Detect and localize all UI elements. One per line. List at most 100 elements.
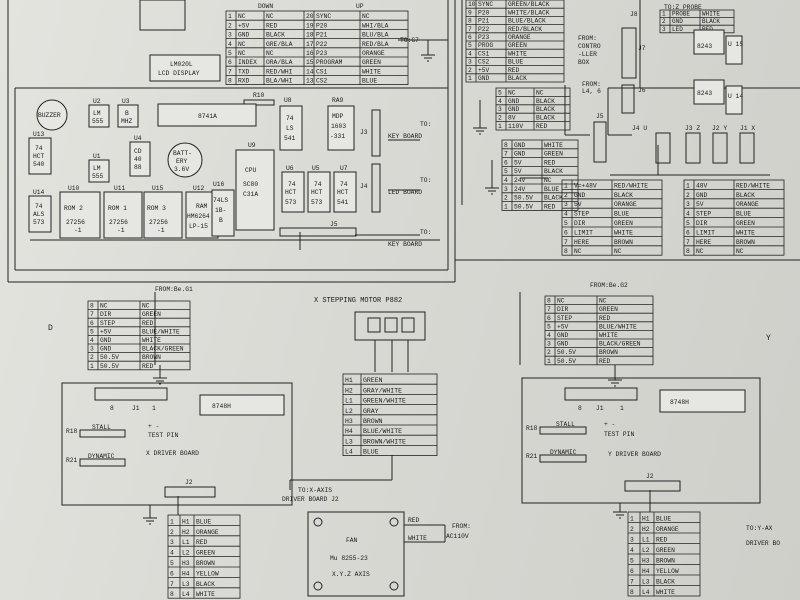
- ram-l3: LP-15: [189, 223, 208, 230]
- zprobe-cell: WHITE: [702, 11, 720, 18]
- controller-box-label: FROM: CONTRO -LLER BOX: [578, 35, 601, 66]
- motor-cell: 8: [564, 248, 568, 255]
- stepper-cell: L3: [345, 438, 353, 445]
- xdrv-cell: RED: [142, 363, 154, 370]
- xdrv-cell: +5V: [100, 328, 112, 335]
- contro-label-1: CONTRO: [578, 43, 601, 50]
- xout-cell: L1: [182, 539, 190, 546]
- yout-cell: H4: [642, 568, 650, 575]
- chip-u14: [725, 85, 743, 115]
- buzzer-label: BUZZER: [38, 112, 61, 119]
- xout-cell: 8: [170, 591, 174, 598]
- x-driver-chip: [199, 394, 285, 416]
- xdrv-cell: WHITE: [142, 337, 161, 344]
- ydrv-cell: RED: [599, 315, 611, 322]
- j2-connector-box: [712, 132, 728, 164]
- y-driver-j1: [564, 387, 638, 401]
- to-ledboard-1: LED BOARD: [388, 189, 422, 196]
- xout-cell: 4: [170, 550, 174, 557]
- ram-l2: HM6264: [187, 213, 210, 220]
- ydrv-cell: 3: [547, 341, 551, 348]
- contro-label-0: FROM:: [578, 35, 597, 42]
- u1-label: U1: [93, 153, 101, 160]
- contro-cell: 3: [468, 59, 472, 66]
- power8-cell: 1: [504, 203, 508, 210]
- motor2-cell: BROWN: [736, 239, 755, 246]
- y-board-name: Y DRIVER BOARD: [608, 451, 661, 458]
- downup-cell: ORA/BLA: [266, 59, 293, 66]
- chip-u4: [129, 141, 151, 177]
- chip-u14-board: [28, 195, 52, 233]
- contro-cell: RED: [508, 67, 520, 74]
- motor2-cell: BLACK: [736, 192, 755, 199]
- ydrv-cell: BLUE/WHITE: [599, 323, 637, 330]
- downup-cell: CS1: [316, 68, 328, 75]
- yout-cell: BROWN: [656, 558, 675, 565]
- xdrv-cell: GND: [100, 337, 112, 344]
- rom2-l1: ROM 2: [64, 205, 83, 212]
- motor2-cell: NC: [696, 248, 704, 255]
- stepper-cell: H1: [345, 377, 353, 384]
- xdrv-cell: 50.5V: [100, 363, 119, 370]
- xout-cell: BLUE: [196, 518, 211, 525]
- y-r18: R18: [526, 425, 538, 432]
- xout-cell: L4: [182, 591, 190, 598]
- j6-label: J6: [638, 87, 646, 94]
- u13-l1: 74: [35, 145, 43, 152]
- rom2-label: U10: [68, 185, 80, 192]
- y-driver-board: 8 J1 1 8748H R18 STALL + - TEST PIN R21 …: [521, 377, 761, 504]
- downup-cell: 1: [228, 13, 232, 20]
- power5-cell: BLACK: [536, 115, 555, 122]
- yout-cell: L2: [642, 547, 650, 554]
- power5-cell: 8V: [508, 115, 516, 122]
- contro-cell: CS1: [478, 50, 490, 57]
- stepper-connector: [354, 311, 426, 372]
- buzzer: [36, 99, 68, 131]
- lcd-label-1: LCD DISPLAY: [158, 70, 200, 77]
- contro-cell: 5: [468, 42, 472, 49]
- zprobe-cell: RED: [702, 26, 713, 33]
- chip-8243-bottom: [693, 79, 725, 105]
- ydrv-cell: GND: [557, 332, 569, 339]
- downup-cell: P22: [316, 41, 328, 48]
- u8-label: U8: [284, 97, 292, 104]
- fan-axis: X.Y.Z AXIS: [332, 571, 370, 578]
- power5-cell: BLACK: [536, 98, 555, 105]
- contro-cell: P20: [478, 9, 490, 16]
- xout-cell: RED: [196, 539, 208, 546]
- cpu-l2: SC80: [243, 181, 258, 188]
- power8-cell: 5V: [514, 159, 522, 166]
- contro-cell: 9: [468, 9, 472, 16]
- chip-rom1: [103, 191, 143, 239]
- x-pm: + -: [148, 423, 159, 430]
- chip-u5: [307, 171, 331, 213]
- xdrv-cell: GND: [100, 346, 112, 353]
- xout-cell: 1: [170, 518, 174, 525]
- downup-cell: RED: [266, 22, 278, 29]
- downup-header-1: UP: [356, 3, 364, 10]
- motor2-cell: 48V: [696, 182, 708, 189]
- xout-cell: H2: [182, 529, 190, 536]
- left-d-label: D: [48, 324, 53, 333]
- fan-model: Mu 8255-23: [330, 555, 368, 562]
- motor-cell: LIMIT: [574, 229, 593, 236]
- zprobe-cell: 3: [662, 26, 666, 33]
- power8-cell: GREEN: [544, 151, 563, 158]
- downup-cell: WHI/BLA: [362, 22, 389, 29]
- power5-cell: 1: [498, 123, 502, 130]
- motor2-cell: 8: [686, 248, 690, 255]
- x-j1-label: J1: [132, 405, 140, 412]
- j3-connector-box: [685, 132, 701, 164]
- contro-cell: P21: [478, 18, 490, 25]
- to-ledboard-0: TO:: [420, 177, 431, 184]
- u16-l1: 74LS: [213, 197, 228, 204]
- fan-rect: [307, 511, 405, 597]
- y-r21: R21: [526, 453, 538, 460]
- u2-l2: 555: [92, 118, 104, 125]
- downup-cell: P21: [316, 32, 328, 39]
- ydrv-cell: DIR: [557, 306, 569, 313]
- stepper-cell: BROWN/WHITE: [363, 438, 406, 445]
- motor2-cell: 3: [686, 201, 690, 208]
